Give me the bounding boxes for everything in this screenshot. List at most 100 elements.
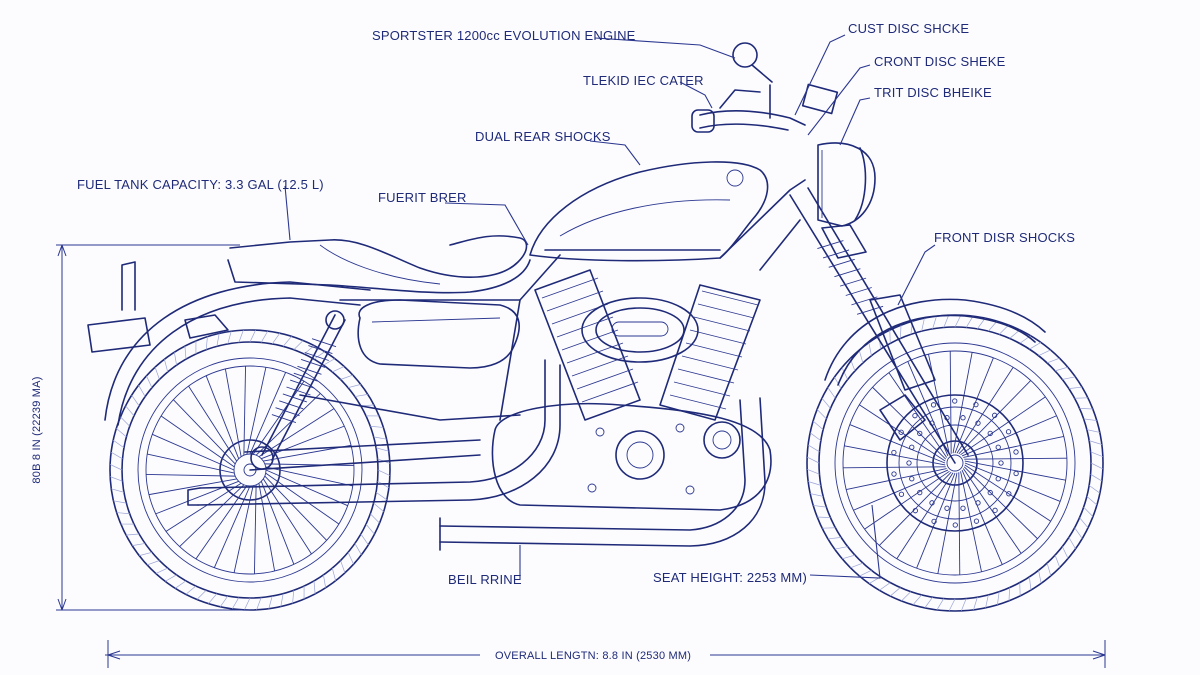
tire-tread-line: [1086, 429, 1100, 433]
tire-tread-line: [868, 342, 872, 356]
tire-tread-line: [1086, 496, 1098, 506]
tire-tread-line: [1090, 473, 1103, 482]
cylinder-fin: [677, 368, 735, 384]
tire-tread-line: [813, 505, 827, 508]
front-shocks-label: FRONT DISR SHOCKS: [934, 230, 1075, 245]
front-spoke: [964, 462, 1061, 502]
tire-tread-line: [806, 456, 820, 464]
telekid-label: TLEKID IEC CATER: [583, 73, 704, 88]
tire-tread-line: [1046, 357, 1060, 364]
shock-coil: [300, 358, 326, 368]
tire-tread-line: [1088, 485, 1101, 494]
rear-spoke: [233, 485, 254, 573]
tire-tread-line: [889, 587, 901, 597]
tire-tread-line: [807, 468, 820, 475]
tire-tread-line: [165, 574, 177, 582]
tire-tread-line: [185, 585, 197, 595]
tire-tread-line: [164, 359, 169, 373]
disc-hole: [906, 460, 912, 466]
tire-tread-line: [1090, 462, 1104, 470]
tire-tread-line: [936, 598, 945, 611]
tire-tread-line: [1038, 349, 1051, 356]
tire-tread-line: [271, 333, 281, 345]
front-spoke: [888, 372, 948, 458]
tire-tread-line: [1068, 386, 1083, 389]
cylinder-fin: [571, 355, 629, 377]
front-spoke: [961, 415, 1057, 457]
tire-tread-line: [292, 590, 295, 604]
side-cover: [357, 299, 520, 369]
rear-wheel: [109, 329, 391, 611]
tire-tread-line: [859, 570, 872, 577]
tire-tread-line: [184, 346, 187, 360]
disc-hole: [1006, 491, 1012, 497]
tire-tread-line: [370, 513, 380, 524]
tire-tread-line: [948, 598, 956, 612]
tire-tread-line: [932, 316, 937, 329]
fork-coil: [817, 240, 844, 250]
tire-tread-line: [138, 385, 146, 397]
shock-coil: [290, 379, 315, 389]
tire-tread-line: [347, 384, 361, 389]
tire-tread-line: [1054, 366, 1068, 372]
tire-tread-line: [1090, 451, 1103, 458]
disc-hole: [898, 491, 905, 497]
trit-disc-label: TRIT DISC BHEIKE: [874, 85, 992, 100]
tire-tread-line: [1009, 329, 1021, 339]
rear-spoke: [195, 485, 248, 560]
disc-hole: [1013, 449, 1019, 455]
tire-tread-line: [1062, 546, 1069, 559]
disc-hole: [1005, 429, 1012, 435]
cylinder-fin: [546, 290, 604, 312]
cylinder-fin: [689, 329, 747, 345]
shock-coil: [308, 345, 333, 355]
rear-spoke: [160, 415, 235, 468]
exhaust: [187, 359, 766, 551]
tire-tread-line: [196, 590, 207, 600]
tire-tread-line: [280, 593, 284, 607]
tire-tread-line: [850, 562, 864, 569]
disc-hole: [1013, 470, 1019, 477]
tire-tread-line: [244, 597, 251, 611]
tire-tread-line: [146, 375, 153, 388]
disc-hole: [975, 500, 981, 506]
rear-spoke: [258, 483, 276, 572]
disc-hole: [912, 413, 918, 419]
tire-tread-line: [116, 512, 130, 515]
disc-hole: [898, 429, 904, 435]
disc-hole: [917, 489, 923, 496]
front-spoke: [960, 471, 982, 572]
rear-spoke: [147, 453, 235, 474]
tire-tread-line: [973, 597, 978, 610]
fork-coil: [822, 249, 850, 259]
tire-tread-line: [370, 425, 384, 428]
tire-tread-line: [110, 451, 123, 460]
tire-tread-line: [858, 350, 864, 364]
cront-disc-label: CRONT DISC SHEKE: [874, 54, 1006, 69]
tire-tread-line: [900, 325, 902, 339]
tire-tread-line: [249, 329, 256, 343]
rear-spoke: [188, 385, 238, 462]
front-spoke: [843, 466, 946, 469]
rear-spoke: [265, 466, 353, 487]
rear-spoke: [262, 478, 312, 555]
tire-tread-line: [1054, 554, 1061, 568]
fork-coil: [845, 287, 872, 296]
tire-tread-line: [323, 574, 326, 588]
tire-tread-line: [827, 537, 842, 540]
rear-spoke: [260, 481, 295, 565]
front-spoke: [949, 351, 952, 454]
tire-tread-line: [227, 331, 232, 345]
front-spoke: [964, 464, 1051, 522]
front-spoke: [853, 469, 949, 511]
disc-hole: [909, 476, 915, 482]
tire-tread-line: [1038, 570, 1042, 584]
front-spoke: [864, 470, 950, 530]
tire-tread-line: [827, 387, 836, 399]
tire-tread-line: [1079, 408, 1093, 410]
tire-tread-line: [365, 523, 375, 535]
disc-hole: [995, 444, 1001, 450]
disc-hole: [973, 401, 979, 408]
tire-tread-line: [1062, 376, 1076, 380]
tire-tread-line: [809, 432, 822, 441]
